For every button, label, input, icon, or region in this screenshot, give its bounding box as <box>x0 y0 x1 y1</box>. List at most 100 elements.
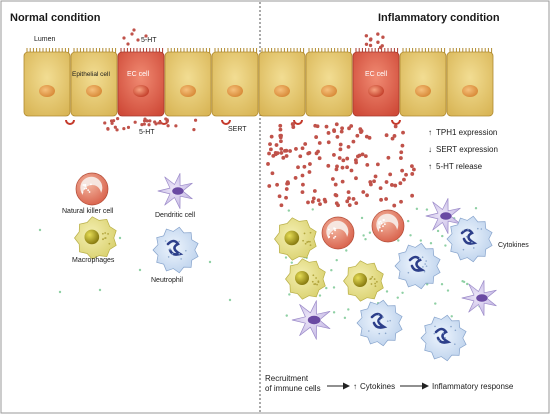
serotonin-dot <box>106 127 110 131</box>
serotonin-dot <box>275 182 279 187</box>
cytokine-dot <box>444 244 447 247</box>
serotonin-dot <box>300 146 305 151</box>
serotonin-dot <box>376 40 380 44</box>
dendritic-cell <box>461 280 497 316</box>
serotonin-dot <box>326 140 331 145</box>
cytokine-dot <box>285 314 288 317</box>
serotonin-dot <box>401 130 405 135</box>
serotonin-dot <box>300 173 305 178</box>
granule <box>107 233 109 235</box>
serotonin-dot <box>298 154 303 159</box>
serotonin-dot <box>363 154 368 158</box>
serotonin-dot <box>318 202 322 207</box>
serotonin-dot <box>306 200 310 205</box>
serotonin-dot <box>368 180 373 184</box>
serotonin-dot <box>346 190 351 195</box>
serotonin-dot <box>122 36 126 40</box>
serotonin-dot <box>315 124 320 129</box>
nk-inner <box>376 213 399 232</box>
sert-label: SERT <box>228 126 247 133</box>
cytokine-dot <box>362 234 365 237</box>
serotonin-dot <box>269 134 274 139</box>
serotonin-dot <box>142 122 146 126</box>
serotonin-dot <box>278 123 283 128</box>
granule <box>418 257 421 260</box>
serotonin-dot <box>288 149 292 153</box>
cytokine-dot <box>461 280 464 283</box>
sert-transporter <box>65 119 75 125</box>
neutrophil-nucleus <box>434 327 452 344</box>
serotonin-dot <box>271 153 276 158</box>
serotonin-dot <box>351 139 356 144</box>
sert-transporter <box>221 119 231 125</box>
serotonin-dot <box>110 121 114 125</box>
cytokine-dot <box>368 231 372 234</box>
serotonin-label-basal: 5-HT <box>139 129 155 136</box>
granule <box>102 238 104 241</box>
serotonin-dot <box>130 32 134 36</box>
granule <box>164 240 167 242</box>
cell-nucleus <box>86 85 102 97</box>
neutrophil-nucleus <box>166 239 184 256</box>
granule <box>327 228 330 231</box>
granule <box>101 232 104 235</box>
granule <box>317 280 320 283</box>
serotonin-dot <box>126 42 130 46</box>
macrophages-label: Macrophages <box>72 257 115 264</box>
serotonin-dot <box>284 154 289 158</box>
arrow-up-icon: ↑ <box>428 128 432 137</box>
granule <box>471 241 473 244</box>
granule <box>333 237 335 239</box>
serotonin-dot <box>386 155 391 160</box>
epithelial-cell <box>258 48 306 117</box>
natural-killer-cell <box>371 209 405 243</box>
cytokine-dot <box>429 241 433 245</box>
granule <box>462 229 465 232</box>
ec-cell-label-inflammatory: EC cell <box>365 71 388 78</box>
granule <box>83 187 86 190</box>
epithelial-cell <box>70 48 118 117</box>
serotonin-dot <box>400 143 405 148</box>
granule <box>303 232 306 235</box>
granule <box>442 332 445 334</box>
serotonin-dot <box>308 162 312 166</box>
granule <box>434 325 436 328</box>
cytokine-dot <box>409 234 412 237</box>
cytokine-dot <box>228 298 232 302</box>
granule <box>382 225 384 228</box>
serotonin-dot <box>346 144 351 149</box>
cytokine-dot <box>138 268 142 272</box>
cell-nucleus <box>133 85 149 97</box>
sert-transporter <box>293 119 303 125</box>
serotonin-dot <box>103 121 107 125</box>
cytokine-dot <box>419 239 423 242</box>
serotonin-dot <box>381 35 385 39</box>
granule <box>454 343 456 345</box>
cytokine-dot <box>343 316 347 320</box>
cytokine-dot <box>284 256 288 259</box>
serotonin-dot <box>268 142 272 147</box>
serotonin-dot <box>354 160 359 165</box>
serotonin-dot <box>312 189 317 193</box>
granule <box>389 319 391 322</box>
serotonin-dot <box>334 122 339 127</box>
granule <box>309 231 312 234</box>
serotonin-dot <box>398 156 403 160</box>
ec-cell-body <box>352 51 400 117</box>
serotonin-dot <box>314 135 319 139</box>
epithelial-cell <box>164 48 212 117</box>
granule <box>82 184 85 186</box>
granule <box>302 239 305 242</box>
granule <box>371 275 374 278</box>
serotonin-dot <box>294 147 298 151</box>
granule <box>378 226 381 229</box>
epithelial-cell-body <box>305 51 353 117</box>
granule <box>462 248 465 251</box>
serotonin-dot <box>284 187 289 191</box>
granule <box>87 189 90 192</box>
cytokine-dot <box>385 290 389 293</box>
serotonin-label-lumen: 5-HT <box>141 37 157 44</box>
serotonin-dot <box>283 149 287 153</box>
serotonin-dot <box>340 179 345 184</box>
